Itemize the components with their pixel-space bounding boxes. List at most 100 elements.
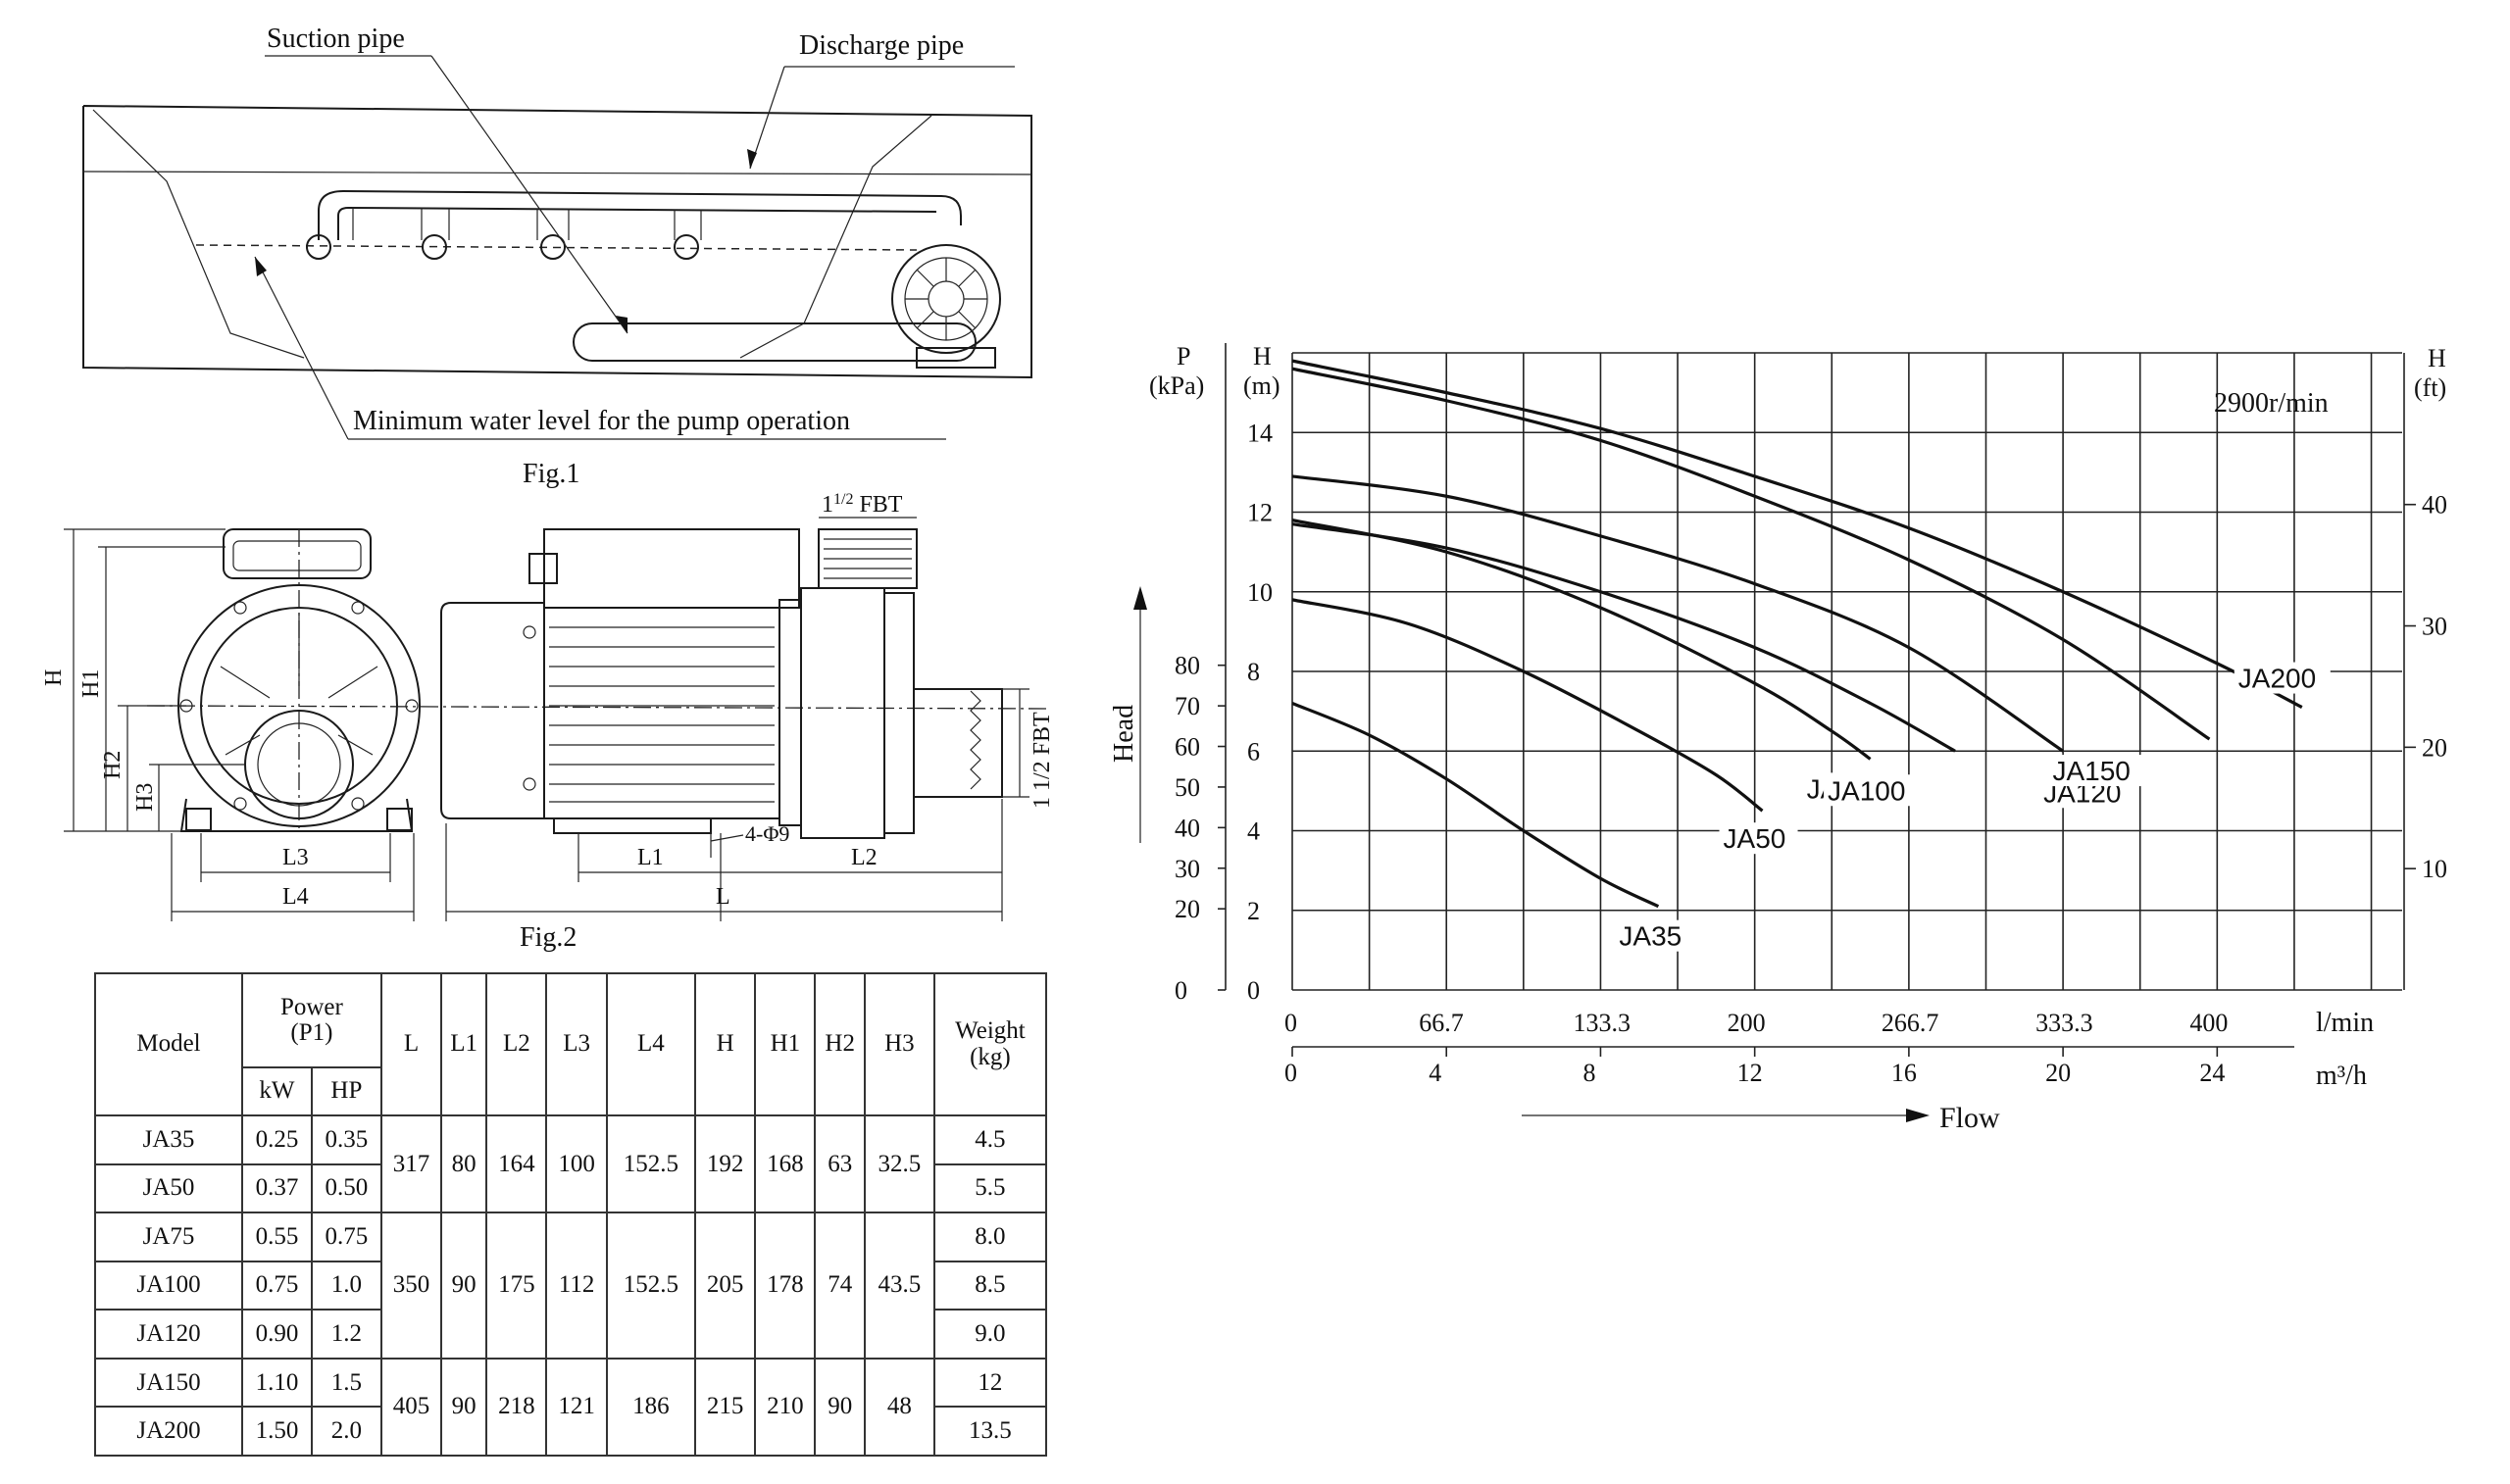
series-label-bg <box>2039 776 2136 809</box>
th-power: Power(P1) <box>241 972 382 1068</box>
y-axis-title: Head <box>1109 705 1139 763</box>
th-weight-unit: (kg) <box>970 1043 1011 1070</box>
cell-L4: 152.5 <box>605 1114 697 1214</box>
x-axis-title: Flow <box>1939 1102 2000 1134</box>
cell-model: JA100 <box>94 1260 243 1311</box>
tick-m3h: 12 <box>1737 1059 1763 1087</box>
tick-kpa: 40 <box>1175 814 1200 842</box>
chart-curves <box>1291 359 2303 909</box>
th-hp: HP <box>310 1065 382 1117</box>
th-L2: L2 <box>485 971 548 1117</box>
tick-m: 4 <box>1247 817 1260 846</box>
tick-kpa: 30 <box>1175 855 1200 883</box>
series-label-ja200: JA200 <box>2238 664 2316 694</box>
cell-H3: 43.5 <box>863 1212 935 1360</box>
table-header-row: Model Power(P1) L L1 L2 L3 L4 H H1 H2 H3… <box>94 971 1048 1117</box>
th-power-label: Power <box>279 993 343 1020</box>
cell-L4: 186 <box>605 1357 697 1458</box>
cell-weight: 12 <box>932 1357 1048 1409</box>
cell-weight: 8.5 <box>932 1260 1048 1311</box>
cell-hp: 1.2 <box>310 1309 382 1360</box>
spec-table: Model Power(P1) L L1 L2 L3 L4 H H1 H2 H3… <box>94 971 1048 1458</box>
x-unit-m3h: m³/h <box>2316 1061 2367 1091</box>
th-kw: kW <box>241 1065 313 1117</box>
table-row: JA120 0.90 1.2 9.0 <box>94 1309 1048 1360</box>
cell-model: JA200 <box>94 1406 243 1457</box>
tick-m: 2 <box>1247 897 1260 925</box>
cell-H1: 178 <box>754 1212 817 1360</box>
cell-hp: 2.0 <box>310 1406 382 1457</box>
tick-ft: 30 <box>2422 613 2447 641</box>
cell-weight: 4.5 <box>932 1114 1048 1165</box>
fig1-leaders <box>254 55 1015 440</box>
cell-L1: 90 <box>440 1357 488 1458</box>
th-model: Model <box>94 971 243 1117</box>
series-label-bg <box>2234 662 2331 694</box>
table-row: JA200 1.50 2.0 13.5 <box>94 1406 1048 1457</box>
cell-L3: 112 <box>545 1212 608 1360</box>
cell-hp: 1.0 <box>310 1260 382 1311</box>
tick-m: 6 <box>1247 737 1260 766</box>
fbt-top-main: 1 <box>822 492 833 518</box>
discharge-pipe-label: Discharge pipe <box>799 30 964 61</box>
table-row: JA100 0.75 1.0 8.5 <box>94 1260 1048 1311</box>
cell-kw: 0.90 <box>241 1309 313 1360</box>
series-label-ja120: JA120 <box>2043 777 2121 808</box>
cell-kw: 1.10 <box>241 1357 313 1409</box>
table-row: JA150 1.10 1.5 405 90 218 121 186 215 21… <box>94 1357 1048 1458</box>
tick-lmin: 400 <box>2189 1009 2228 1037</box>
table-row: JA75 0.55 0.75 350 90 175 112 152.5 205 … <box>94 1212 1048 1360</box>
dim-L3: L3 <box>282 845 309 870</box>
fig2-side-dims <box>445 517 1029 921</box>
tick-m3h: 20 <box>2045 1059 2071 1087</box>
holes-label: 4-Φ9 <box>745 821 789 846</box>
curve-ja35 <box>1291 702 1660 909</box>
cell-hp: 0.35 <box>310 1114 382 1165</box>
axis-kpa-unit: (kPa) <box>1149 371 1204 400</box>
cell-hp: 0.75 <box>310 1212 382 1262</box>
tick-m: 12 <box>1247 499 1273 527</box>
tick-m3h: 4 <box>1429 1059 1441 1087</box>
tick-kpa: 80 <box>1175 652 1200 680</box>
fbt-top-label: 11/2 FBT <box>822 491 903 518</box>
cell-L4: 152.5 <box>605 1212 697 1360</box>
annotation-speed: 2900r/min <box>2214 388 2329 419</box>
tick-ft: 40 <box>2422 491 2447 519</box>
cell-L2: 218 <box>485 1357 548 1458</box>
tick-m: 0 <box>1247 976 1260 1005</box>
curve-ja150 <box>1291 367 2211 741</box>
cell-kw: 0.37 <box>241 1162 313 1214</box>
axis-ft-unit: (ft) <box>2414 373 2446 402</box>
cell-H3: 48 <box>863 1357 935 1458</box>
fig2-caption: Fig.2 <box>520 922 577 953</box>
th-H1: H1 <box>754 971 817 1117</box>
fig2-front-dims <box>64 528 415 921</box>
table-row: JA35 0.25 0.35 317 80 164 100 152.5 192 … <box>94 1114 1048 1214</box>
cell-L: 317 <box>379 1114 443 1214</box>
series-label-bg <box>1824 774 1921 807</box>
curve-ja75 <box>1291 519 1872 761</box>
tick-m3h: 16 <box>1891 1059 1917 1087</box>
tick-lmin: 200 <box>1728 1009 1766 1037</box>
cell-weight: 13.5 <box>932 1406 1048 1457</box>
fig1-caption: Fig.1 <box>523 459 579 489</box>
cell-weight: 5.5 <box>932 1162 1048 1214</box>
cell-weight: 9.0 <box>932 1309 1048 1360</box>
series-label-bg <box>2048 755 2145 787</box>
cell-H3: 32.5 <box>863 1114 935 1214</box>
series-label-ja50: JA50 <box>1724 823 1786 854</box>
x-unit-lmin: l/min <box>2316 1008 2374 1038</box>
dim-H3: H3 <box>132 783 158 812</box>
th-weight: Weight(kg) <box>932 971 1048 1117</box>
tick-m: 14 <box>1247 419 1273 447</box>
cell-kw: 1.50 <box>241 1406 313 1457</box>
drawings: Suction pipe Discharge pipe Minimum wate… <box>41 24 1055 953</box>
cell-model: JA120 <box>94 1309 243 1360</box>
tick-lmin: 66.7 <box>1419 1009 1464 1037</box>
cell-H1: 168 <box>754 1114 817 1214</box>
chart-labels: 024681012140203040506070801020304000466.… <box>1175 419 2447 1087</box>
cell-H: 215 <box>693 1357 757 1458</box>
tick-lmin: 333.3 <box>2035 1009 2093 1037</box>
tick-kpa: 70 <box>1175 692 1200 720</box>
dim-H1: H1 <box>78 669 104 698</box>
